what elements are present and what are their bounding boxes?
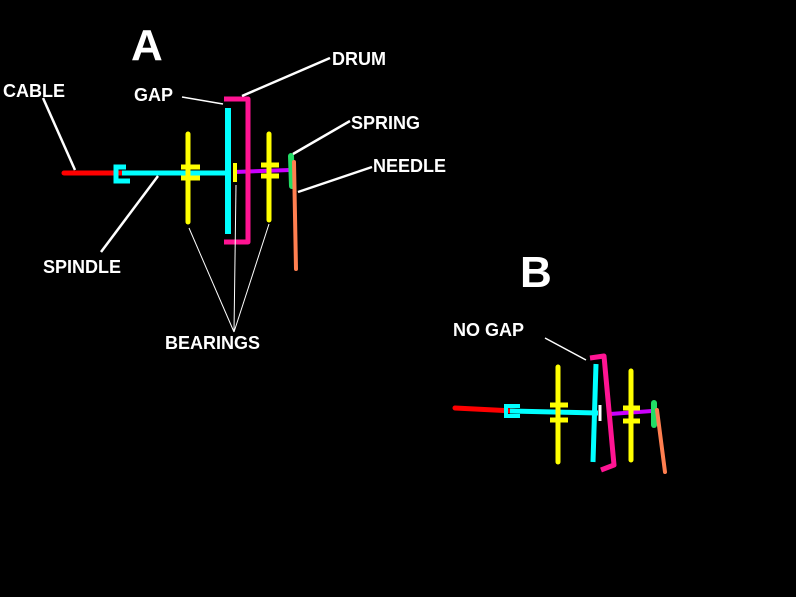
spring-a (288, 153, 295, 189)
label-no-gap: NO GAP (453, 320, 524, 340)
label-bearings: BEARINGS (165, 333, 260, 353)
spindle-b-disc (590, 363, 599, 463)
leader-gap (181, 96, 224, 105)
label-gap: GAP (134, 85, 173, 105)
leader-needle (297, 165, 373, 194)
label-drum: DRUM (332, 49, 386, 69)
label-needle: NEEDLE (373, 156, 446, 176)
needle-b (655, 408, 667, 474)
leader-spindle (100, 175, 159, 253)
diagram-a: A CABLE GAP DRUM SPRING NEEDL (3, 21, 446, 353)
diagram-a-title: A (131, 21, 163, 70)
label-spindle: SPINDLE (43, 257, 121, 277)
drum-b (589, 353, 617, 473)
leader-bearings-1 (188, 227, 235, 333)
spindle-b (509, 408, 599, 416)
label-spring: SPRING (351, 113, 420, 133)
spindle-a-end (113, 164, 130, 184)
spindle-b-end (504, 404, 520, 418)
diagram-b: B NO GAP (452, 248, 667, 474)
diagram-b-title: B (520, 248, 552, 297)
leader-no-gap (544, 337, 587, 361)
leader-bearings-2 (233, 184, 237, 333)
drum-a (224, 96, 251, 245)
leader-spring (292, 119, 351, 156)
leader-bearings-3 (233, 223, 270, 333)
shaft-a (233, 168, 291, 174)
leader-cable (41, 97, 77, 171)
leader-drum (241, 56, 331, 98)
label-cable: CABLE (3, 81, 65, 101)
needle-a (292, 160, 298, 271)
